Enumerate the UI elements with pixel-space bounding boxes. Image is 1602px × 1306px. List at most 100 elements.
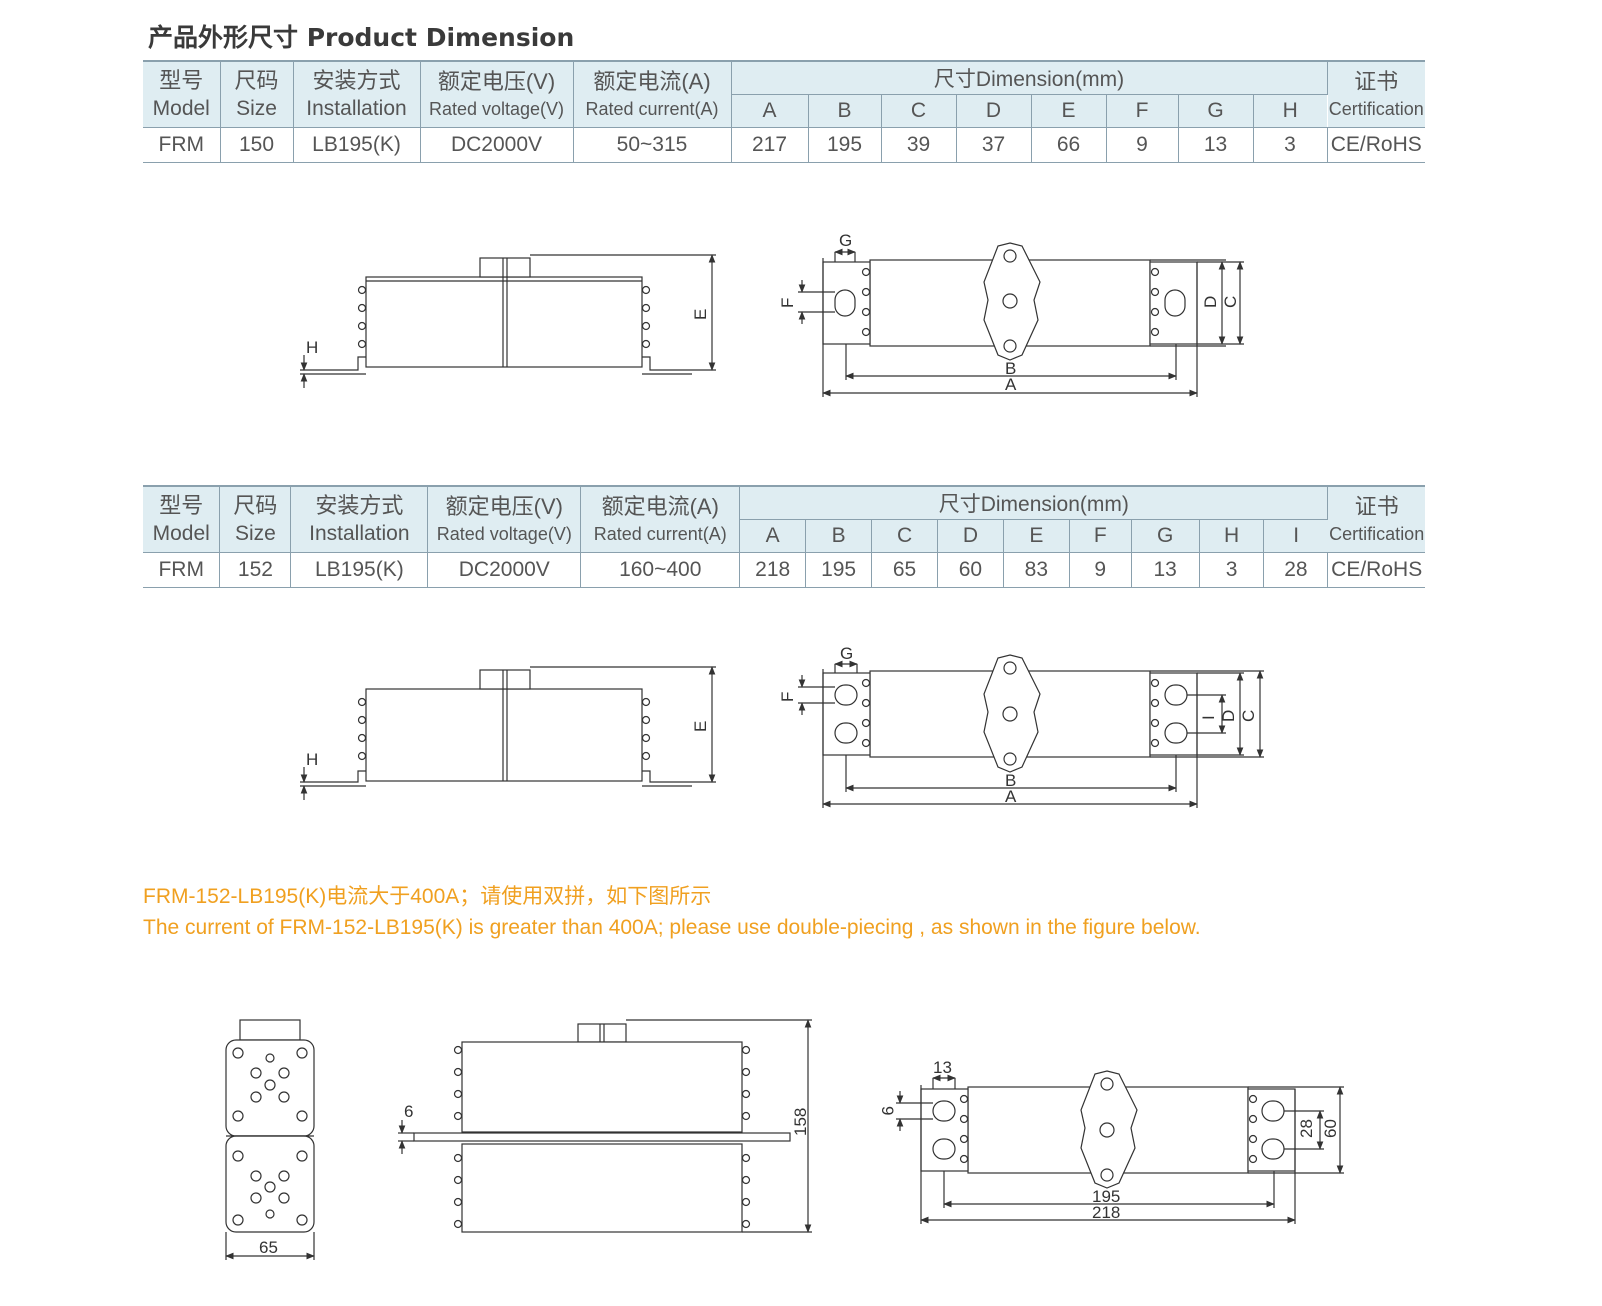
cell-dim-g: 13 bbox=[1178, 127, 1254, 163]
top-view-double bbox=[896, 1070, 1344, 1224]
label-d: D bbox=[1219, 710, 1238, 722]
label-c: C bbox=[1221, 296, 1240, 308]
header-rated-voltage: 额定电压(V)Rated voltage(V) bbox=[420, 60, 574, 128]
dim-col-d: D bbox=[956, 94, 1032, 128]
dim-col-i: I bbox=[1263, 519, 1328, 553]
cell-dim-c: 39 bbox=[881, 127, 957, 163]
table-row: FRM 152 LB195(K) DC2000V 160~400 218 195… bbox=[143, 552, 1425, 588]
label-9: 9 bbox=[878, 1106, 897, 1115]
cell-installation: LB195(K) bbox=[293, 127, 421, 163]
dim-col-h: H bbox=[1199, 519, 1265, 553]
note-english: The current of FRM-152-LB195(K) is great… bbox=[143, 916, 1201, 939]
cell-dim-a: 217 bbox=[731, 127, 809, 163]
label-b: B bbox=[1005, 359, 1016, 378]
cell-dim-a: 218 bbox=[739, 552, 807, 588]
cell-current: 50~315 bbox=[573, 127, 732, 163]
label-e: E bbox=[691, 721, 710, 732]
cell-installation: LB195(K) bbox=[290, 552, 429, 588]
header-dimension: 尺寸Dimension(mm) bbox=[739, 485, 1329, 520]
label-13: 13 bbox=[933, 1058, 952, 1077]
top-view-150 bbox=[798, 242, 1244, 397]
dim-col-g: G bbox=[1131, 519, 1200, 553]
label-65: 65 bbox=[259, 1238, 278, 1257]
cell-dim-c: 65 bbox=[871, 552, 938, 588]
top-view-152 bbox=[798, 654, 1264, 808]
dim-col-e: E bbox=[1031, 94, 1107, 128]
cell-dim-d: 60 bbox=[937, 552, 1004, 588]
label-218: 218 bbox=[1092, 1203, 1120, 1222]
dim-col-a: A bbox=[739, 519, 807, 553]
label-g: G bbox=[839, 231, 852, 250]
dim-col-d: D bbox=[937, 519, 1004, 553]
label-g: G bbox=[840, 644, 853, 663]
cell-dim-f: 9 bbox=[1106, 127, 1179, 163]
header-rated-voltage: 额定电压(V)Rated voltage(V) bbox=[427, 485, 582, 553]
cell-size: 152 bbox=[219, 552, 292, 588]
cell-dim-e: 66 bbox=[1031, 127, 1107, 163]
side-view-152 bbox=[300, 666, 716, 800]
label-i: I bbox=[1199, 715, 1218, 720]
cell-model: FRM bbox=[143, 127, 221, 163]
header-rated-current: 额定电流(A)Rated current(A) bbox=[580, 485, 741, 553]
label-28: 28 bbox=[1297, 1119, 1316, 1138]
dim-col-h: H bbox=[1253, 94, 1327, 128]
dim-col-b: B bbox=[805, 519, 873, 553]
label-195: 195 bbox=[1092, 1187, 1120, 1206]
cell-model: FRM bbox=[143, 552, 221, 588]
end-view-double bbox=[225, 1019, 315, 1260]
cell-certification: CE/RoHS bbox=[1327, 127, 1425, 163]
dim-col-g: G bbox=[1178, 94, 1254, 128]
dim-col-b: B bbox=[808, 94, 882, 128]
cell-dim-h: 3 bbox=[1253, 127, 1328, 163]
label-f: F bbox=[778, 692, 797, 702]
label-60: 60 bbox=[1321, 1119, 1340, 1138]
label-h: H bbox=[306, 750, 318, 769]
dim-col-c: C bbox=[881, 94, 957, 128]
dim-col-f: F bbox=[1106, 94, 1179, 128]
cell-certification: CE/RoHS bbox=[1327, 552, 1425, 588]
dim-col-e: E bbox=[1003, 519, 1070, 553]
cell-dim-b: 195 bbox=[808, 127, 882, 163]
dim-col-a: A bbox=[731, 94, 809, 128]
cell-dim-g: 13 bbox=[1131, 552, 1200, 588]
label-a: A bbox=[1005, 787, 1017, 806]
label-158: 158 bbox=[791, 1108, 810, 1136]
cell-voltage: DC2000V bbox=[427, 552, 582, 588]
label-c: C bbox=[1239, 710, 1258, 722]
label-6: 6 bbox=[404, 1102, 413, 1121]
drawing-labels: E H G F B A D C E H G F B A I D C 65 6 1… bbox=[259, 231, 1340, 1257]
cell-dim-e: 83 bbox=[1003, 552, 1070, 588]
label-h: H bbox=[306, 338, 318, 357]
cell-current: 160~400 bbox=[580, 552, 741, 588]
table-row: FRM 150 LB195(K) DC2000V 50~315 217 195 … bbox=[143, 127, 1425, 163]
label-e: E bbox=[691, 309, 710, 320]
cell-dim-f: 9 bbox=[1069, 552, 1132, 588]
label-f: F bbox=[778, 298, 797, 308]
header-rated-current: 额定电流(A)Rated current(A) bbox=[573, 60, 732, 128]
cell-dim-b: 195 bbox=[805, 552, 873, 588]
side-view-double bbox=[398, 1019, 812, 1233]
table-dim-cols-row: A B C D E F G H I bbox=[143, 519, 1425, 553]
cell-voltage: DC2000V bbox=[420, 127, 574, 163]
page-title: 产品外形尺寸 Product Dimension bbox=[148, 23, 575, 52]
header-dimension: 尺寸Dimension(mm) bbox=[731, 60, 1328, 95]
label-a: A bbox=[1005, 375, 1017, 394]
side-view-150 bbox=[300, 254, 716, 388]
dim-col-c: C bbox=[871, 519, 938, 553]
dim-col-f: F bbox=[1069, 519, 1132, 553]
cell-dim-i: 28 bbox=[1263, 552, 1329, 588]
cell-dim-h: 3 bbox=[1199, 552, 1265, 588]
